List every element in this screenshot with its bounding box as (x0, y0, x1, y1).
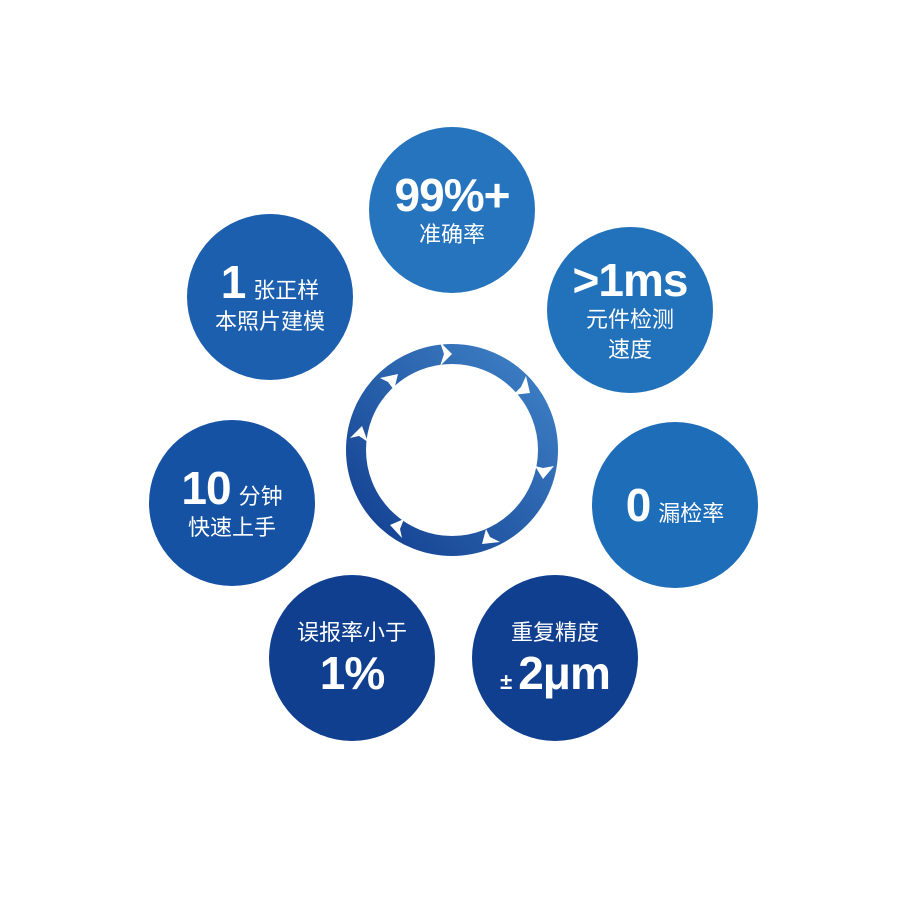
accuracy-label: 准确率 (418, 222, 485, 247)
cycle-arrows-ring-icon (346, 342, 558, 556)
miss-rate-value: 0 (625, 479, 652, 531)
miss-rate-label: 漏检率 (658, 501, 725, 526)
speed-value: >1ms (572, 254, 689, 306)
bubble-repeatability: 重复精度 ± 2μm (472, 575, 638, 741)
repeatability-value: 2μm (518, 647, 611, 699)
bubble-quick-start: 10 分钟 快速上手 (149, 420, 315, 586)
false-alarm-label: 误报率小于 (296, 620, 407, 645)
bubble-accuracy: 99%+ 准确率 (369, 127, 535, 293)
bubble-miss-rate: 0 漏检率 (592, 422, 758, 588)
quick-start-unit: 分钟 (238, 484, 283, 509)
quick-start-label: 快速上手 (187, 515, 276, 540)
false-alarm-value: 1% (319, 647, 385, 699)
speed-label-line2: 速度 (607, 337, 652, 362)
bubble-speed: >1ms 元件检测 速度 (547, 227, 713, 393)
modeling-inline-label: 张正样 (253, 278, 320, 303)
modeling-value: 1 (220, 256, 247, 308)
bubble-false-alarm: 误报率小于 1% (269, 575, 435, 741)
repeatability-prefix: ± (500, 669, 513, 694)
quick-start-value: 10 (181, 462, 231, 514)
speed-label-line1: 元件检测 (585, 307, 674, 332)
accuracy-value: 99%+ (394, 169, 511, 221)
bubble-modeling: 1 张正样 本照片建模 (187, 214, 353, 380)
repeatability-label: 重复精度 (510, 620, 599, 645)
modeling-label: 本照片建模 (214, 309, 325, 334)
